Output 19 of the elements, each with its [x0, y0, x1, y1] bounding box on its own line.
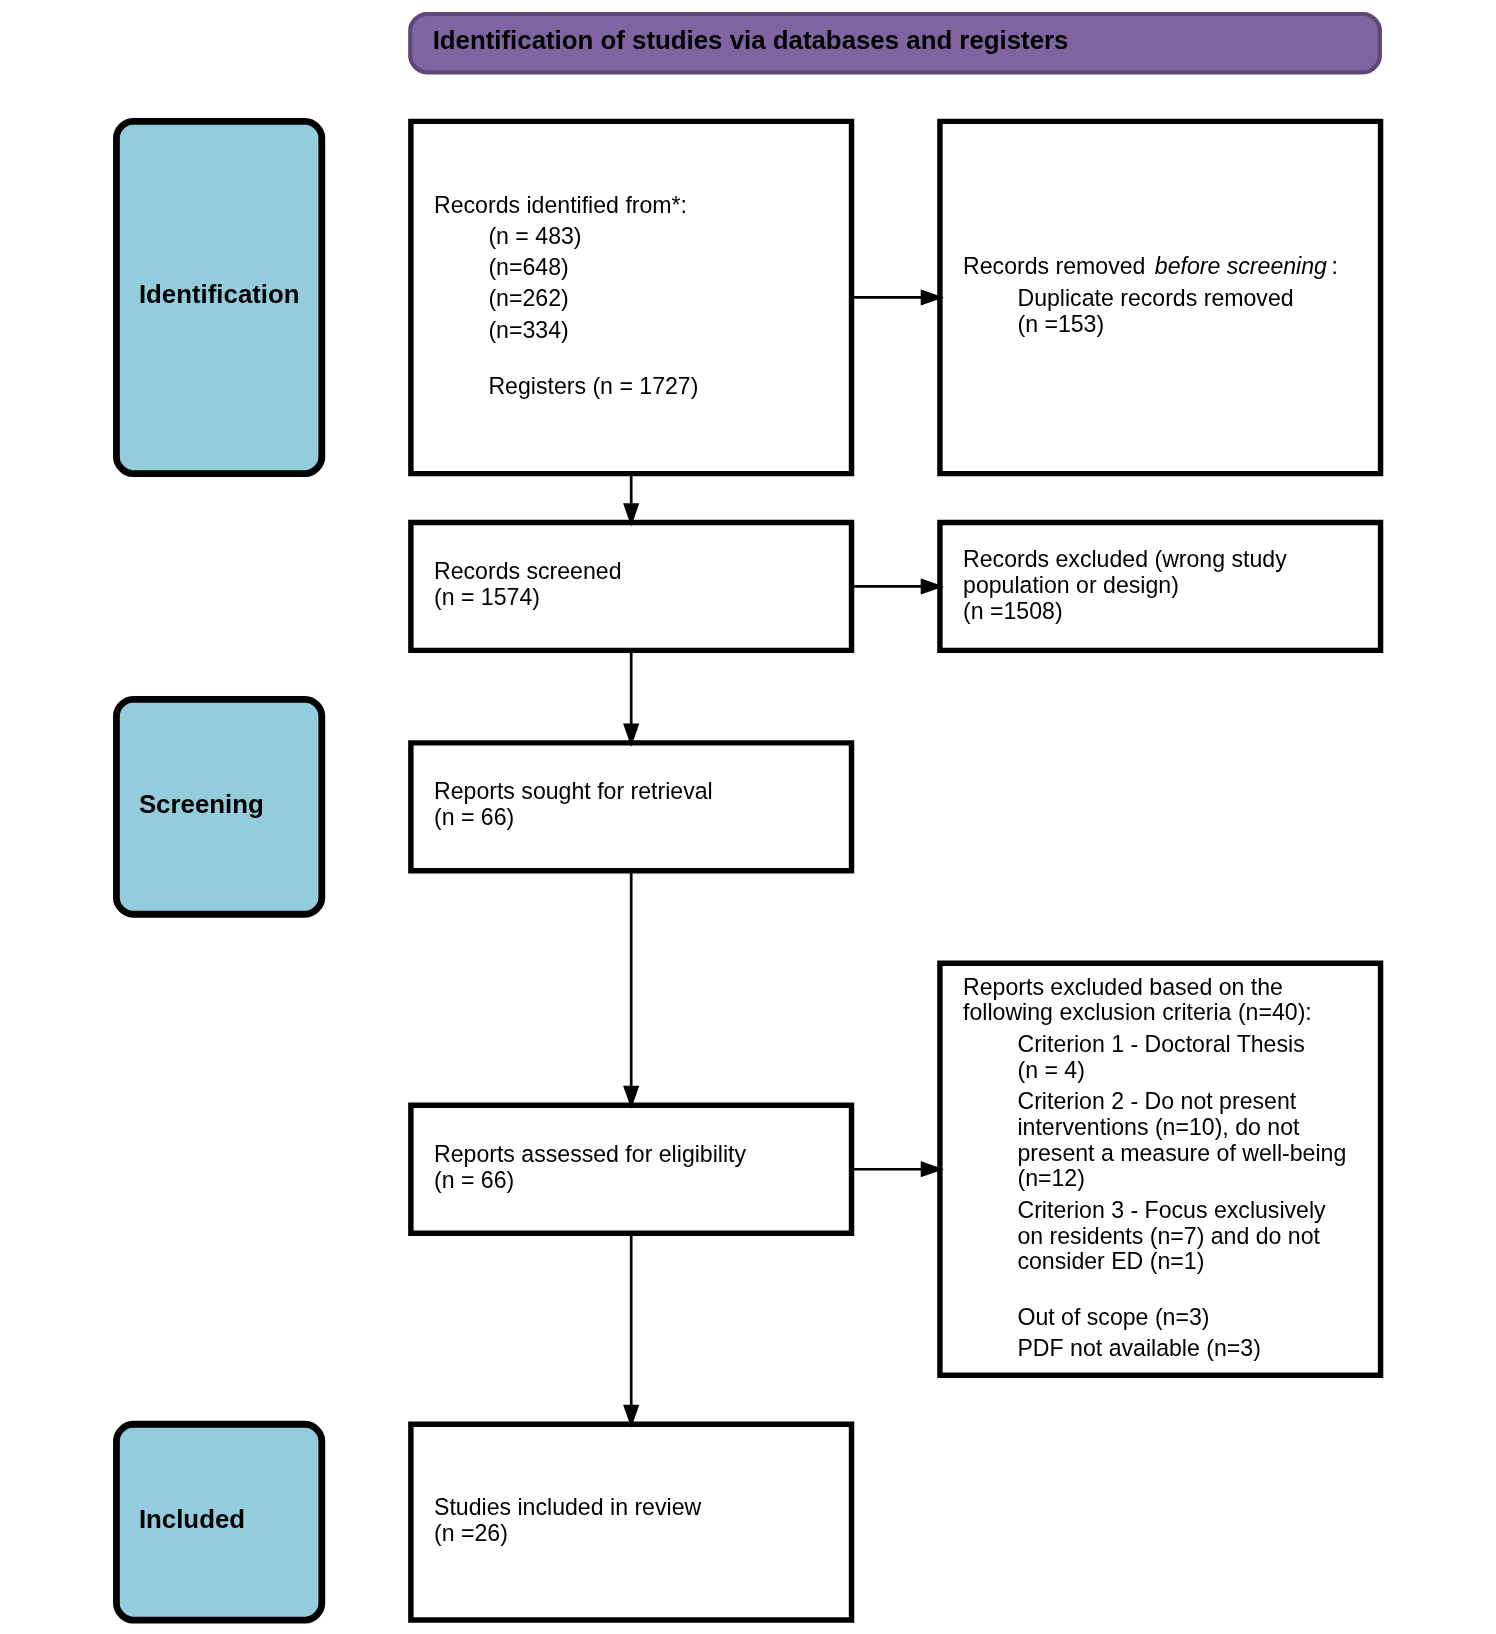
- node-box: Records removed before screening: Duplicate records removed (n =153): [936, 118, 1383, 477]
- node-box: Records identified from*: (n = 483) (n=648) (n=262) (n=334) Registers (n = 1727): [407, 118, 854, 477]
- node-box: Identification: [112, 117, 325, 477]
- node-box: Studies included in review (n =26): [407, 1421, 854, 1623]
- arrow: [622, 650, 639, 747]
- node-box: Reports sought for retrieval (n = 66): [407, 740, 854, 874]
- node-box: Records screened (n = 1574): [407, 519, 854, 654]
- node-box: Identification of studies via databases and registers: [407, 11, 1382, 75]
- node-box: Reports assessed for eligibility (n = 66): [407, 1102, 854, 1236]
- node-box: Screening: [112, 695, 325, 918]
- node-box: Reports excluded based on the following exclusion criteria (n=40): Criterion 1 - Doctoral Thesis (n = 4) Criterion 2 - Do not present interventions (n=10), do not present a measure of well-being (n=12) Criterion 3 - Focus exclusively on residents (n=7) and do not consider ED (n=1) Out of scope (n=3) PDF not available (n=3): [936, 960, 1383, 1378]
- arrow: [851, 1161, 944, 1178]
- arrow: [622, 1233, 639, 1428]
- node-box: Records excluded (wrong study population or design) (n =1508): [936, 519, 1383, 654]
- arrow: [851, 289, 944, 306]
- node-box: Included: [112, 1420, 325, 1624]
- arrow: [622, 870, 639, 1109]
- arrow: [851, 578, 944, 595]
- arrow: [622, 473, 639, 527]
